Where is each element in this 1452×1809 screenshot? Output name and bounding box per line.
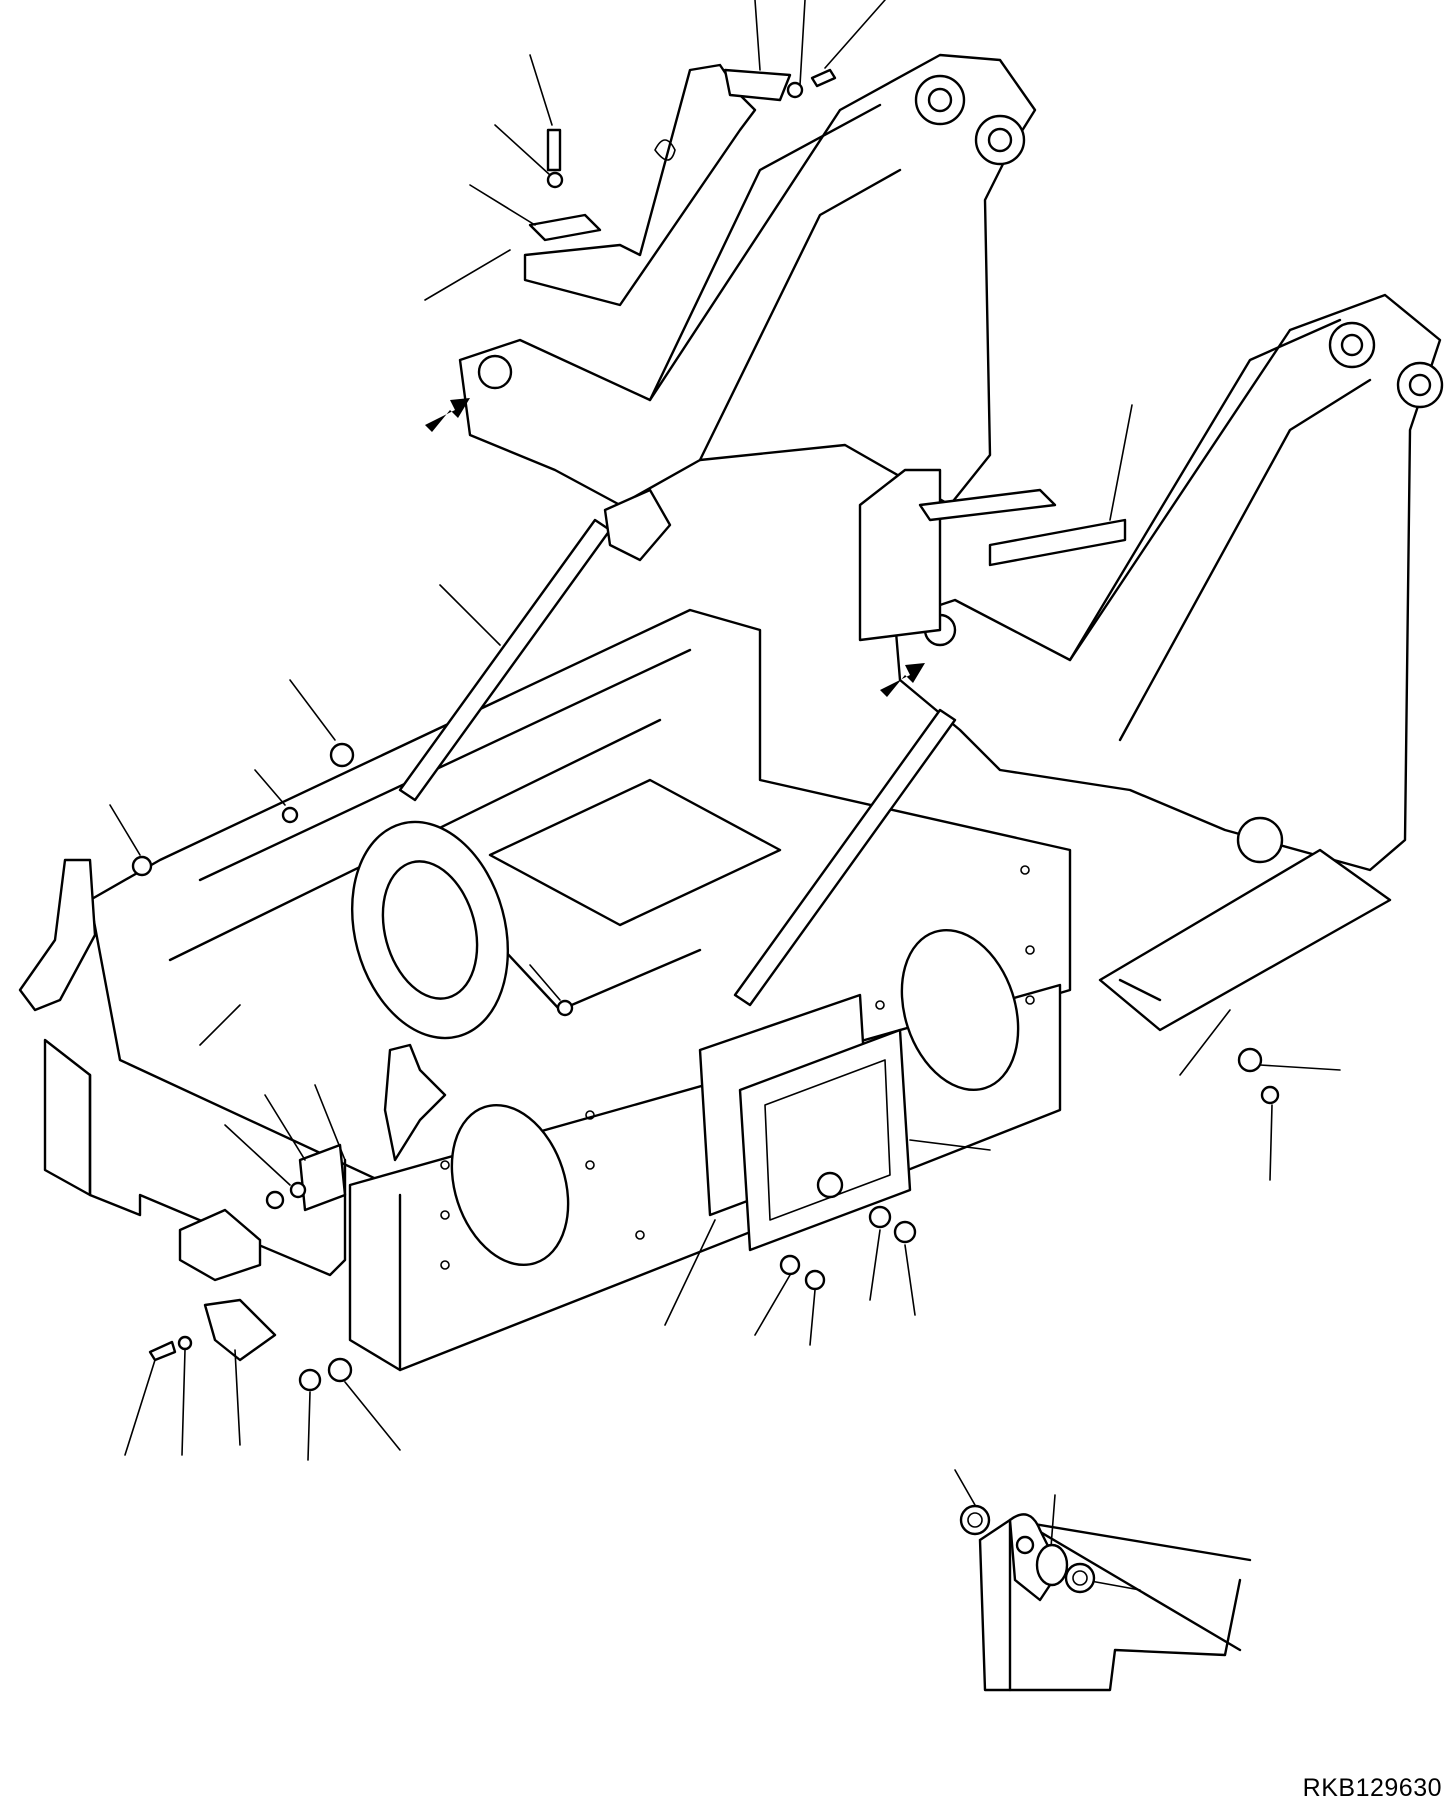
cap-nut-3 — [131, 855, 153, 877]
washer-6 — [1237, 1047, 1263, 1073]
nut-3 — [298, 1368, 322, 1392]
inset-washer-1 — [959, 1504, 991, 1536]
bolt-4 — [148, 1340, 177, 1362]
right-strut — [733, 708, 957, 1007]
cap-nut-1 — [329, 742, 355, 768]
drawing-code-label: RKB129630 — [1302, 1774, 1442, 1802]
stopper-block — [988, 518, 1127, 567]
washer-8 — [327, 1357, 353, 1383]
swing-bearing-flange — [350, 820, 510, 1040]
washer-4 — [868, 1205, 892, 1229]
bracket-small — [203, 1298, 277, 1362]
arrow-icon-2 — [880, 663, 925, 697]
washer-2 — [546, 171, 564, 189]
arrow-icon — [425, 398, 470, 432]
top-cover-plate — [488, 778, 782, 927]
stopper-lug — [918, 488, 1057, 522]
washer-3 — [289, 1181, 307, 1199]
lug-bolt — [265, 1190, 285, 1210]
washer-5 — [779, 1254, 801, 1276]
front-frame-left-tower — [458, 53, 1037, 507]
front-frame-right-tower — [858, 293, 1444, 1032]
side-cover-assembly — [698, 993, 912, 1252]
washer-7 — [177, 1335, 193, 1351]
bolt-2 — [546, 128, 562, 172]
cap-nut-2 — [281, 806, 299, 824]
hardware — [131, 68, 1280, 1392]
center-bracket — [603, 488, 672, 562]
upper-bracket-plate — [723, 68, 792, 102]
nut-2 — [804, 1269, 826, 1291]
cover-plate — [738, 1028, 912, 1252]
inset-detail — [959, 1504, 1252, 1692]
inset-bushing — [1035, 1543, 1069, 1587]
bolt-1 — [810, 68, 837, 88]
washer-1 — [786, 81, 804, 99]
bottom-plate — [1098, 848, 1392, 1032]
inset-washer-2 — [1064, 1562, 1096, 1594]
bolt-3 — [1260, 1085, 1280, 1105]
nut-1 — [893, 1220, 917, 1244]
upper-bracket — [523, 63, 792, 307]
cap-nut-4 — [556, 999, 574, 1017]
